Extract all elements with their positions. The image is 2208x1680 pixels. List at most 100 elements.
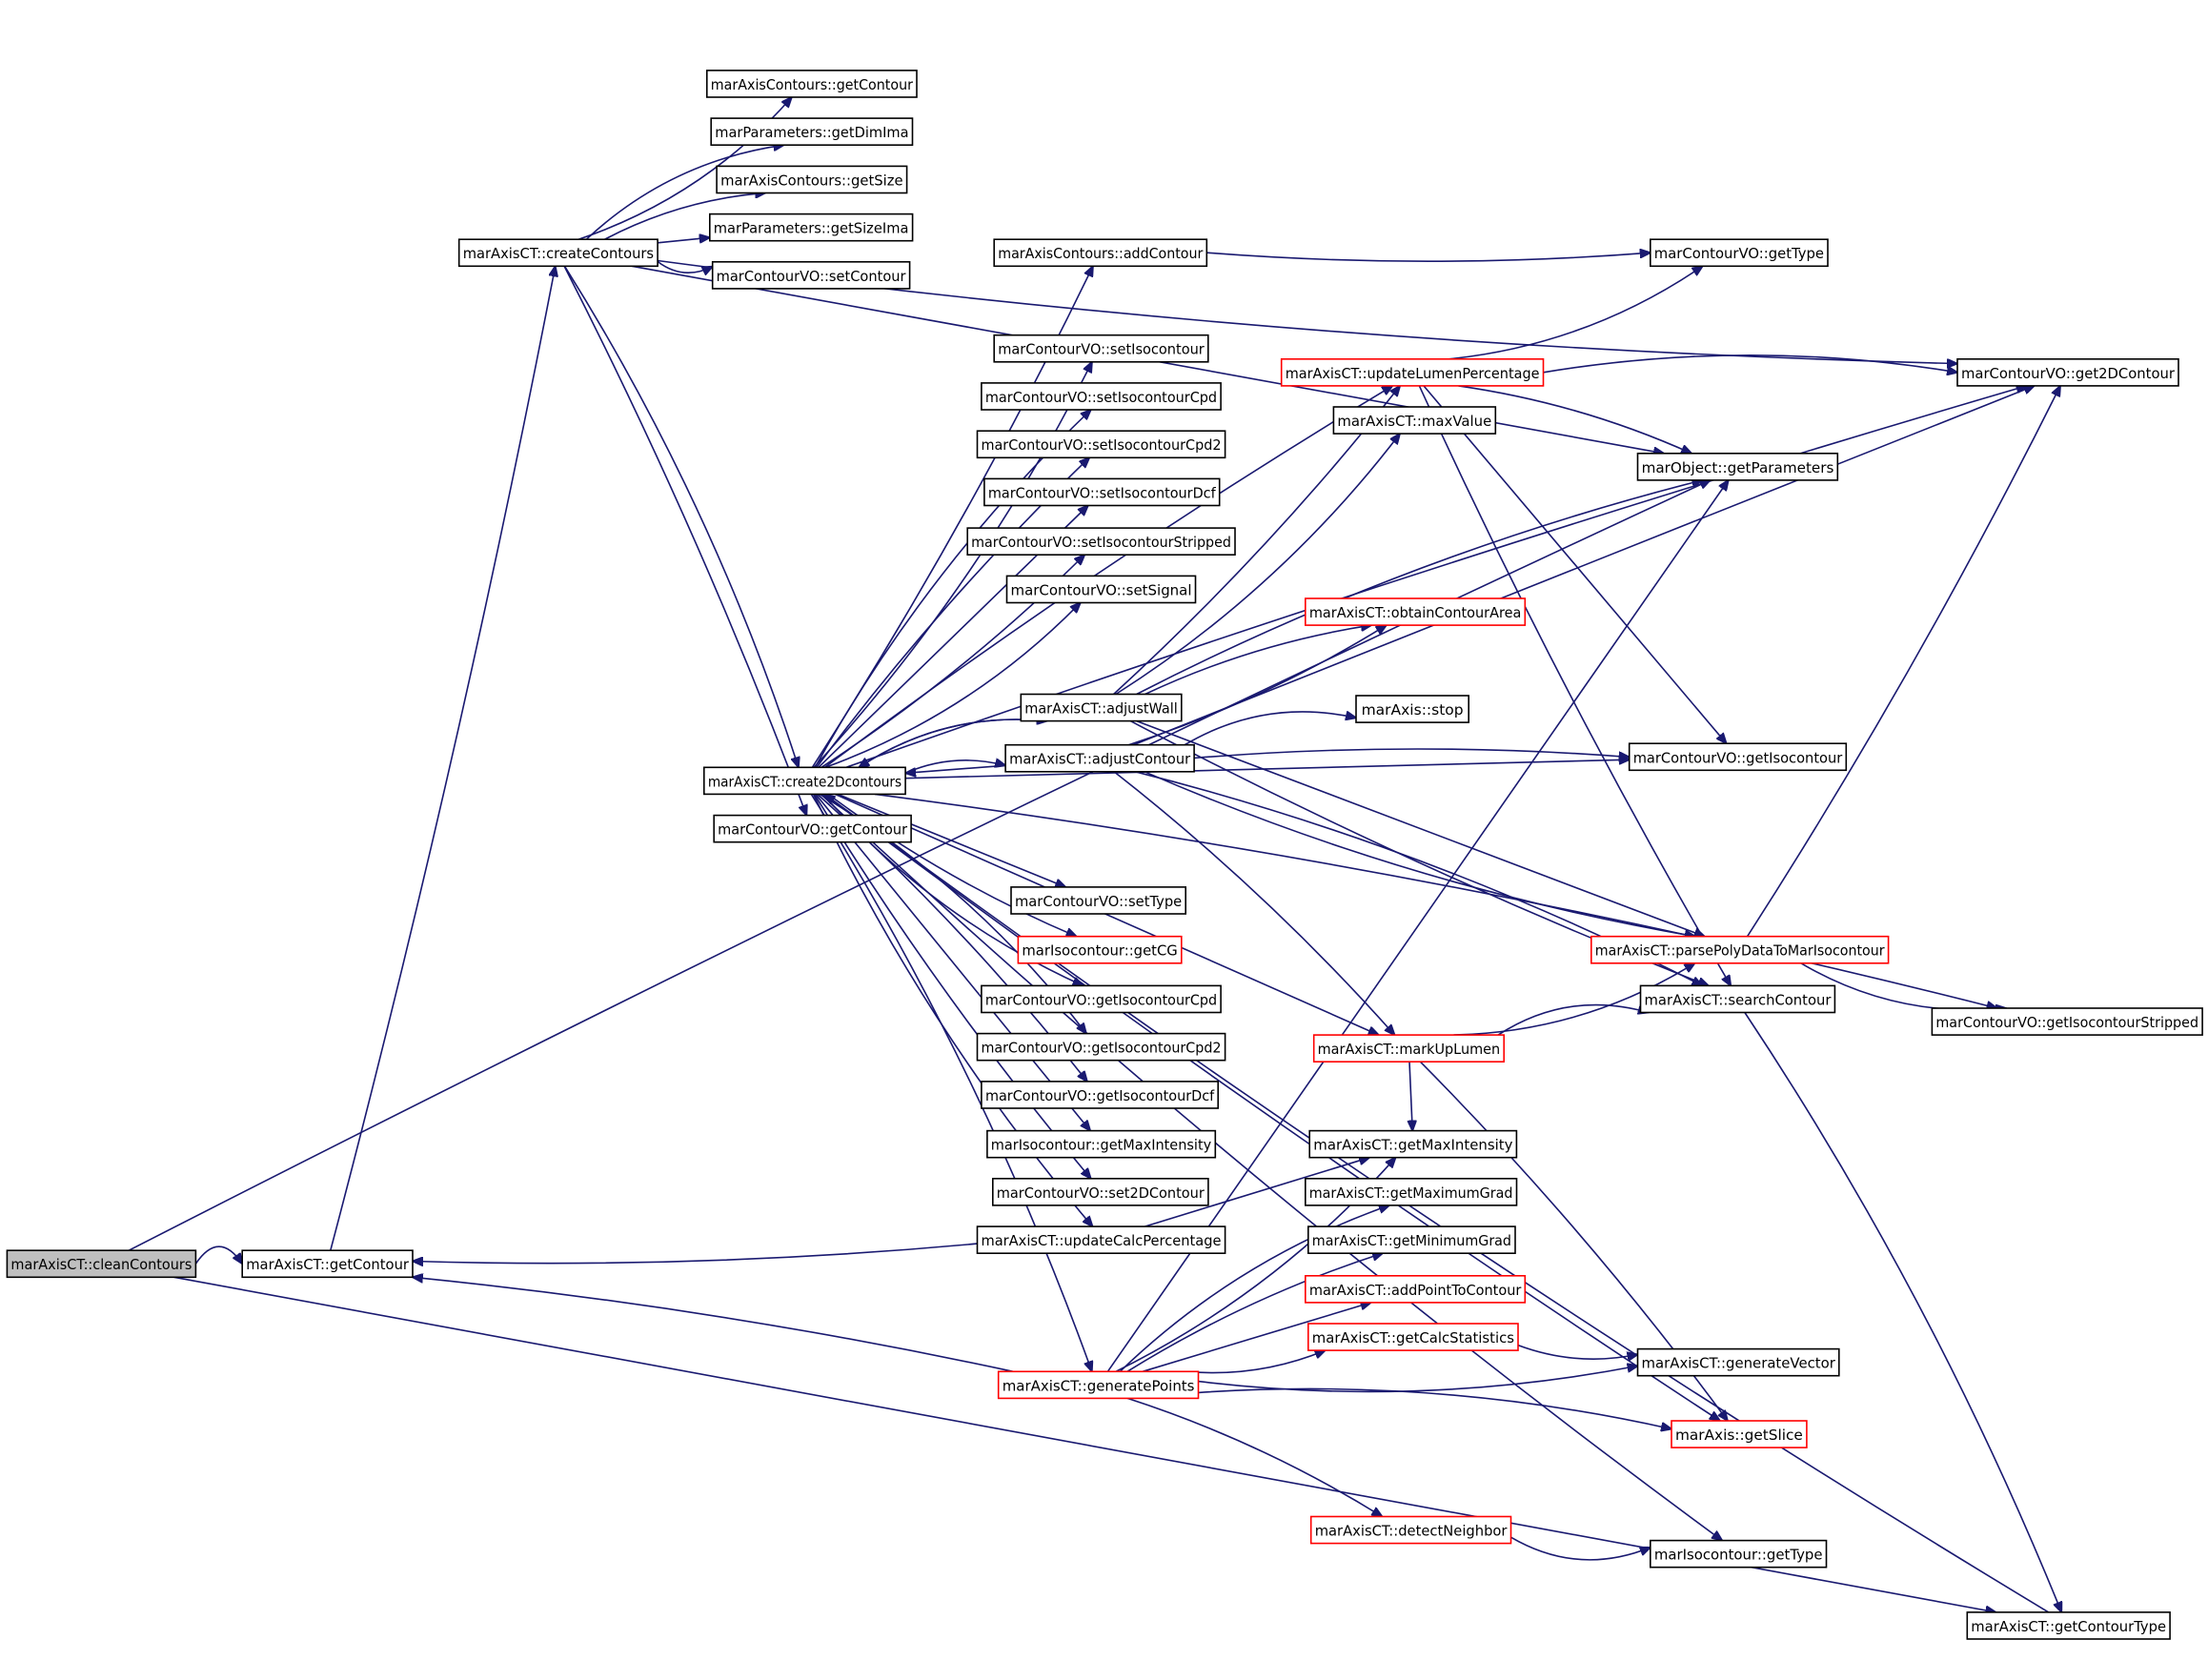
node-generatePoints[interactable]: marAxisCT::generatePoints: [997, 1370, 1200, 1400]
node-setIsocontourDcf[interactable]: marContourVO::setIsocontourDcf: [983, 477, 1221, 507]
node-box[interactable]: [976, 1032, 1226, 1062]
node-box[interactable]: [1650, 238, 1829, 268]
node-cvoGetType[interactable]: marContourVO::getType: [1650, 238, 1829, 268]
node-box[interactable]: [1308, 1129, 1518, 1159]
node-box[interactable]: [993, 334, 1209, 363]
node-box[interactable]: [1671, 1420, 1808, 1448]
node-updateCalcPercentage[interactable]: marAxisCT::updateCalcPercentage: [976, 1225, 1226, 1254]
node-box[interactable]: [1355, 695, 1469, 723]
node-searchContour[interactable]: marAxisCT::searchContour: [1639, 984, 1836, 1014]
node-parsePoly[interactable]: marAxisCT::parsePolyDataToMarIsocontour: [1590, 935, 1890, 964]
node-box[interactable]: [1010, 886, 1186, 915]
node-box[interactable]: [1305, 597, 1527, 626]
node-axcGetSize[interactable]: marAxisContours::getSize: [716, 165, 908, 194]
node-detectNeighbor[interactable]: marAxisCT::detectNeighbor: [1309, 1515, 1512, 1545]
node-ctGetMaxIntensity[interactable]: marAxisCT::getMaxIntensity: [1308, 1129, 1518, 1159]
node-box[interactable]: [1590, 935, 1890, 964]
node-box[interactable]: [976, 430, 1226, 459]
node-box[interactable]: [457, 238, 658, 268]
node-box[interactable]: [1650, 1539, 1828, 1569]
node-setIsocontourStripped[interactable]: marContourVO::setIsocontourStripped: [966, 527, 1236, 556]
node-box[interactable]: [1931, 1007, 2203, 1036]
node-getMaximumGrad[interactable]: marAxisCT::getMaximumGrad: [1305, 1178, 1518, 1206]
node-setType[interactable]: marContourVO::setType: [1010, 886, 1186, 915]
node-getCalcStatistics[interactable]: marAxisCT::getCalcStatistics: [1307, 1323, 1519, 1351]
node-getContourType[interactable]: marAxisCT::getContourType: [1966, 1611, 2171, 1640]
node-cvoGetContour[interactable]: marContourVO::getContour: [713, 814, 912, 843]
node-setContour[interactable]: marContourVO::setContour: [711, 260, 911, 290]
node-setIsocontour[interactable]: marContourVO::setIsocontour: [993, 334, 1209, 363]
node-box[interactable]: [976, 1225, 1226, 1254]
node-box[interactable]: [981, 382, 1222, 411]
node-box[interactable]: [1956, 357, 2179, 387]
node-isoGetMaxIntensity[interactable]: marIsocontour::getMaxIntensity: [986, 1129, 1217, 1159]
node-getMinimumGrad[interactable]: marAxisCT::getMinimumGrad: [1307, 1225, 1516, 1254]
node-box[interactable]: [708, 213, 914, 242]
node-box[interactable]: [993, 238, 1208, 268]
node-getDimIma[interactable]: marParameters::getDimIma: [710, 117, 914, 146]
node-box[interactable]: [711, 260, 911, 290]
node-box[interactable]: [1005, 575, 1197, 604]
node-box[interactable]: [1017, 935, 1183, 964]
node-getSizeIma[interactable]: marParameters::getSizeIma: [708, 213, 914, 242]
node-box[interactable]: [705, 70, 918, 98]
node-box[interactable]: [1305, 1178, 1518, 1206]
node-getIsocontour[interactable]: marContourVO::getIsocontour: [1628, 742, 1848, 772]
node-set2DContour[interactable]: marContourVO::set2DContour: [992, 1178, 1209, 1206]
node-box[interactable]: [1020, 693, 1183, 722]
node-box[interactable]: [713, 814, 912, 843]
node-markUpLumen[interactable]: marAxisCT::markUpLumen: [1312, 1034, 1505, 1063]
node-box[interactable]: [1332, 406, 1497, 435]
node-box[interactable]: [1305, 1275, 1527, 1304]
node-box[interactable]: [983, 477, 1221, 507]
node-box[interactable]: [992, 1178, 1209, 1206]
node-setIsocontourCpd[interactable]: marContourVO::setIsocontourCpd: [981, 382, 1222, 411]
node-box[interactable]: [981, 984, 1222, 1014]
node-box[interactable]: [710, 117, 914, 146]
node-create2Dcontours[interactable]: marAxisCT::create2Dcontours: [702, 766, 906, 796]
node-getIsocontourStripped[interactable]: marContourVO::getIsocontourStripped: [1931, 1007, 2203, 1036]
node-box[interactable]: [1280, 357, 1545, 387]
node-addContour[interactable]: marAxisContours::addContour: [993, 238, 1208, 268]
node-createContours[interactable]: marAxisCT::createContours: [457, 238, 658, 268]
node-box[interactable]: [1636, 452, 1839, 481]
node-getCG[interactable]: marIsocontour::getCG: [1017, 935, 1183, 964]
node-box[interactable]: [997, 1370, 1200, 1400]
node-box[interactable]: [1312, 1034, 1505, 1063]
node-box[interactable]: [1307, 1323, 1519, 1351]
node-box[interactable]: [1639, 984, 1836, 1014]
node-addPointToContour[interactable]: marAxisCT::addPointToContour: [1305, 1275, 1527, 1304]
node-setIsocontourCpd2[interactable]: marContourVO::setIsocontourCpd2: [976, 430, 1226, 459]
node-box[interactable]: [1307, 1225, 1516, 1254]
node-getParameters[interactable]: marObject::getParameters: [1636, 452, 1839, 481]
node-box[interactable]: [981, 1081, 1220, 1109]
node-box[interactable]: [986, 1129, 1217, 1159]
node-getIsocontourCpd2[interactable]: marContourVO::getIsocontourCpd2: [976, 1032, 1226, 1062]
node-maxValue[interactable]: marAxisCT::maxValue: [1332, 406, 1497, 435]
node-cleanContours[interactable]: marAxisCT::cleanContours: [6, 1249, 197, 1279]
node-box[interactable]: [1004, 743, 1195, 773]
node-adjustWall[interactable]: marAxisCT::adjustWall: [1020, 693, 1183, 722]
node-get2DContour[interactable]: marContourVO::get2DContour: [1956, 357, 2179, 387]
node-box[interactable]: [1636, 1347, 1840, 1377]
node-box[interactable]: [966, 527, 1236, 556]
node-getIsocontourCpd[interactable]: marContourVO::getIsocontourCpd: [981, 984, 1222, 1014]
node-box[interactable]: [1966, 1611, 2171, 1640]
node-stop[interactable]: marAxis::stop: [1355, 695, 1469, 723]
node-axcGetContour[interactable]: marAxisContours::getContour: [705, 70, 918, 98]
node-box[interactable]: [716, 165, 908, 194]
node-box[interactable]: [6, 1249, 197, 1279]
node-box[interactable]: [702, 766, 906, 796]
node-setSignal[interactable]: marContourVO::setSignal: [1005, 575, 1197, 604]
node-box[interactable]: [1628, 742, 1848, 772]
node-updateLumenPercentage[interactable]: marAxisCT::updateLumenPercentage: [1280, 357, 1545, 387]
node-box[interactable]: [241, 1249, 414, 1279]
node-isoGetType[interactable]: marIsocontour::getType: [1650, 1539, 1828, 1569]
node-obtainContourArea[interactable]: marAxisCT::obtainContourArea: [1305, 597, 1527, 626]
node-generateVector[interactable]: marAxisCT::generateVector: [1636, 1347, 1840, 1377]
node-box[interactable]: [1309, 1515, 1512, 1545]
node-getIsocontourDcf[interactable]: marContourVO::getIsocontourDcf: [981, 1081, 1220, 1109]
node-getSlice[interactable]: marAxis::getSlice: [1671, 1420, 1808, 1448]
node-adjustContour[interactable]: marAxisCT::adjustContour: [1004, 743, 1195, 773]
node-getContourCT[interactable]: marAxisCT::getContour: [241, 1249, 414, 1279]
